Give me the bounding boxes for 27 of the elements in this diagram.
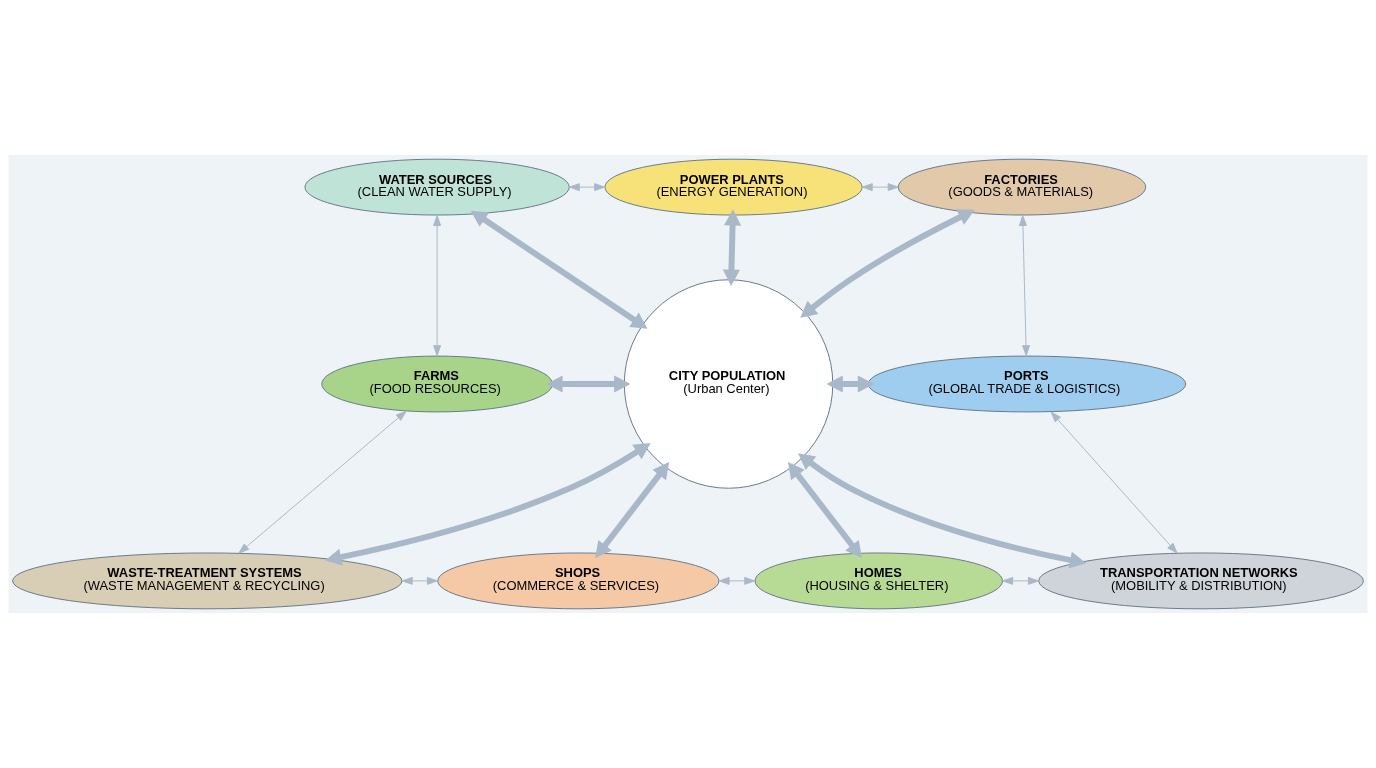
arrow [1050,411,1178,554]
arrow [433,215,442,357]
node-ellipse: POWER PLANTS (ENERGY GENERATION) [604,158,863,216]
arrow [401,576,438,585]
node-ellipse: SHOPS (COMMERCE & SERVICES) [437,552,720,610]
arrow [826,375,875,393]
node-ellipse: HOMES (HOUSING & SHELTER) [754,552,1003,610]
arrow [800,209,975,318]
arrow [595,462,670,559]
arrow [861,183,899,192]
node-ellipse: WATER SOURCES (CLEAN WATER SUPPLY) [304,158,570,216]
arrow [787,462,862,559]
arrow [718,576,756,585]
node-ellipse: PORTS (GLOBAL TRADE & LOGISTICS) [867,355,1187,413]
node-ellipse: WASTE-TREATMENT SYSTEMS (WASTE MANAGEMENT & RECYCLING) [12,552,403,610]
arrow [470,210,648,329]
arrow [546,375,631,393]
arrow [325,443,651,566]
arrow [1002,576,1039,585]
arrow [1018,215,1030,357]
arrow [722,209,742,286]
arrow [568,183,606,192]
node-ellipse: FARMS (FOOD RESOURCES) [321,355,553,413]
node-circle: CITY POPULATION (Urban Center) [623,279,834,489]
arrow [238,410,407,554]
node-ellipse: FACTORIES (GOODS & MATERIALS) [897,158,1147,216]
arrow [798,453,1087,569]
